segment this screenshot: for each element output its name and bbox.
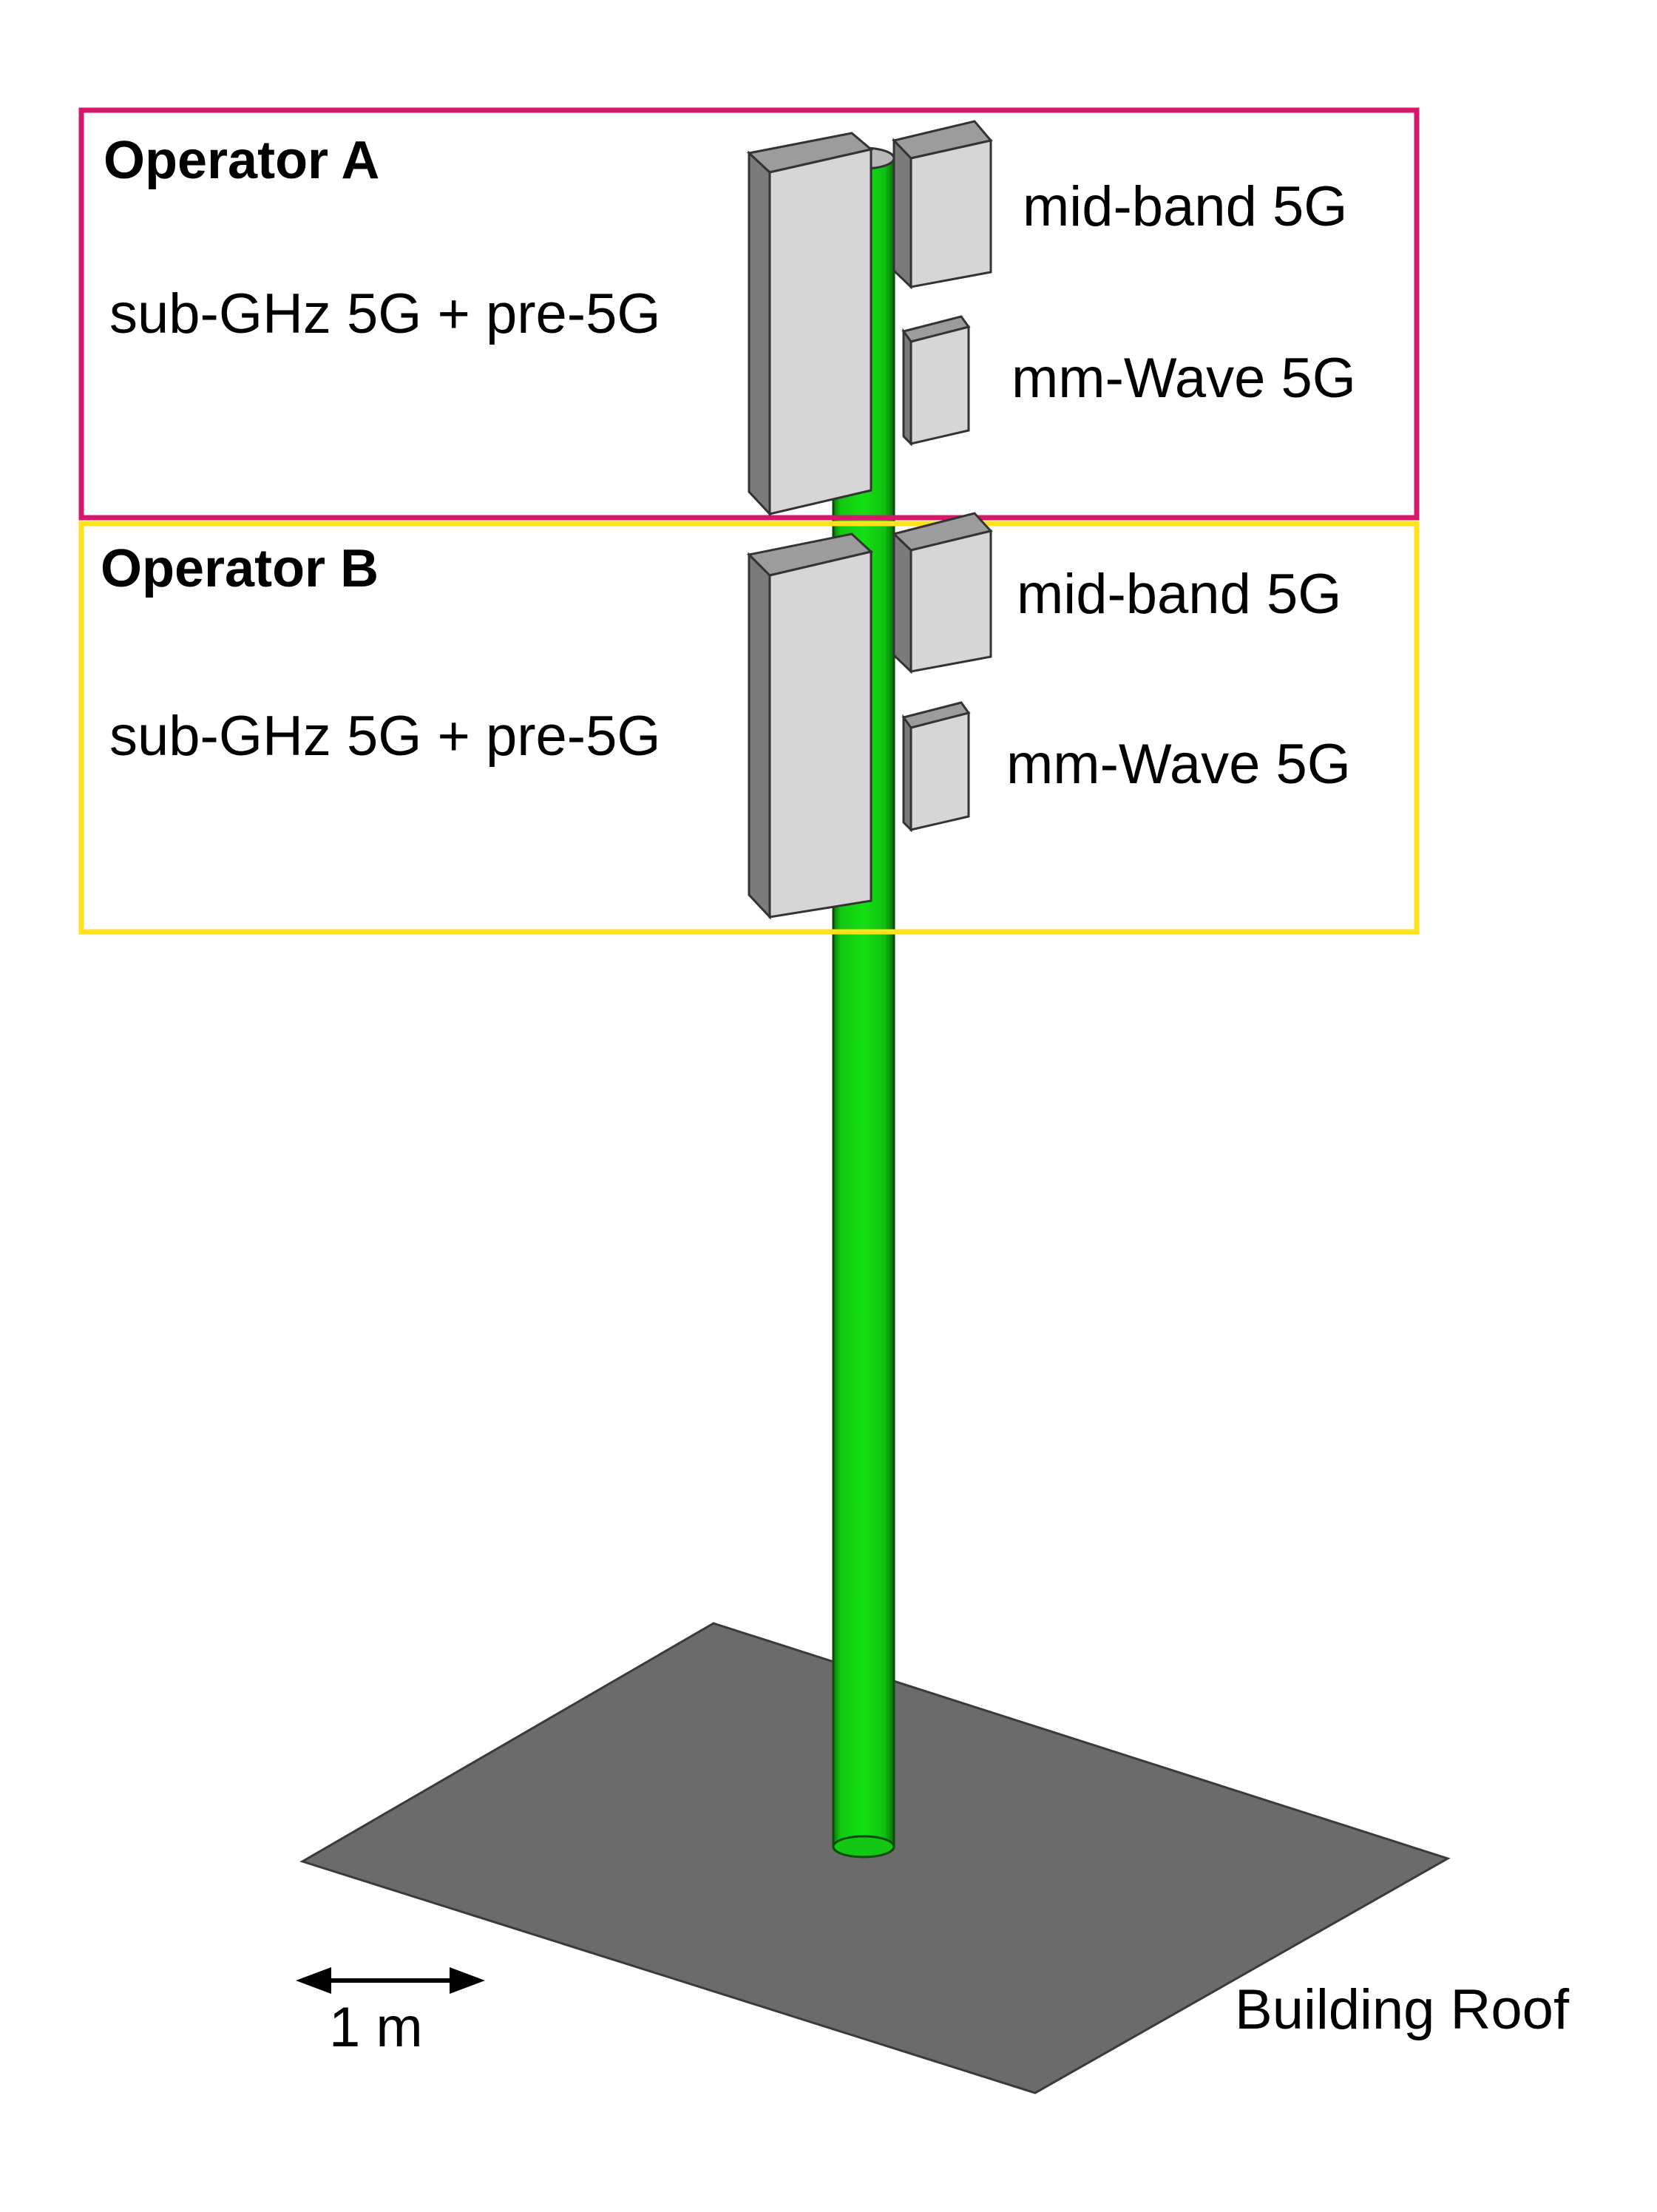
pole-base [832, 1835, 895, 1858]
operator-b-frame [78, 521, 1420, 935]
operator-b-mid-band-antenna [892, 512, 993, 674]
scale-arrow-right-icon [450, 1967, 485, 1994]
operator-b-sub-ghz-label: sub-GHz 5G + pre-5G [109, 705, 661, 768]
building-roof-slab [299, 1622, 1451, 2094]
operator-a-mid-band-antenna [892, 120, 993, 290]
operator-b-sub-ghz-antenna [746, 532, 874, 920]
scale-bar [296, 1967, 485, 1994]
operator-a-mm-wave-label: mm-Wave 5G [1012, 347, 1356, 410]
scale-bar-label: 1 m [329, 1996, 423, 2059]
operator-a-title: Operator A [104, 131, 379, 190]
operator-a-mm-wave-antenna [901, 315, 971, 447]
operator-b-title: Operator B [101, 539, 379, 598]
operator-a-sub-ghz-label: sub-GHz 5G + pre-5G [109, 283, 661, 345]
operator-b-mm-wave-antenna [901, 701, 971, 833]
operator-a-frame [78, 107, 1420, 521]
operator-b-mm-wave-label: mm-Wave 5G [1006, 733, 1351, 796]
scale-arrow-left-icon [296, 1967, 331, 1994]
operator-a-sub-ghz-antenna [746, 132, 874, 517]
operator-a-mid-band-label: mid-band 5G [1023, 175, 1347, 238]
building-roof-label: Building Roof [1235, 1978, 1570, 2041]
operator-b-mid-band-label: mid-band 5G [1017, 563, 1341, 626]
